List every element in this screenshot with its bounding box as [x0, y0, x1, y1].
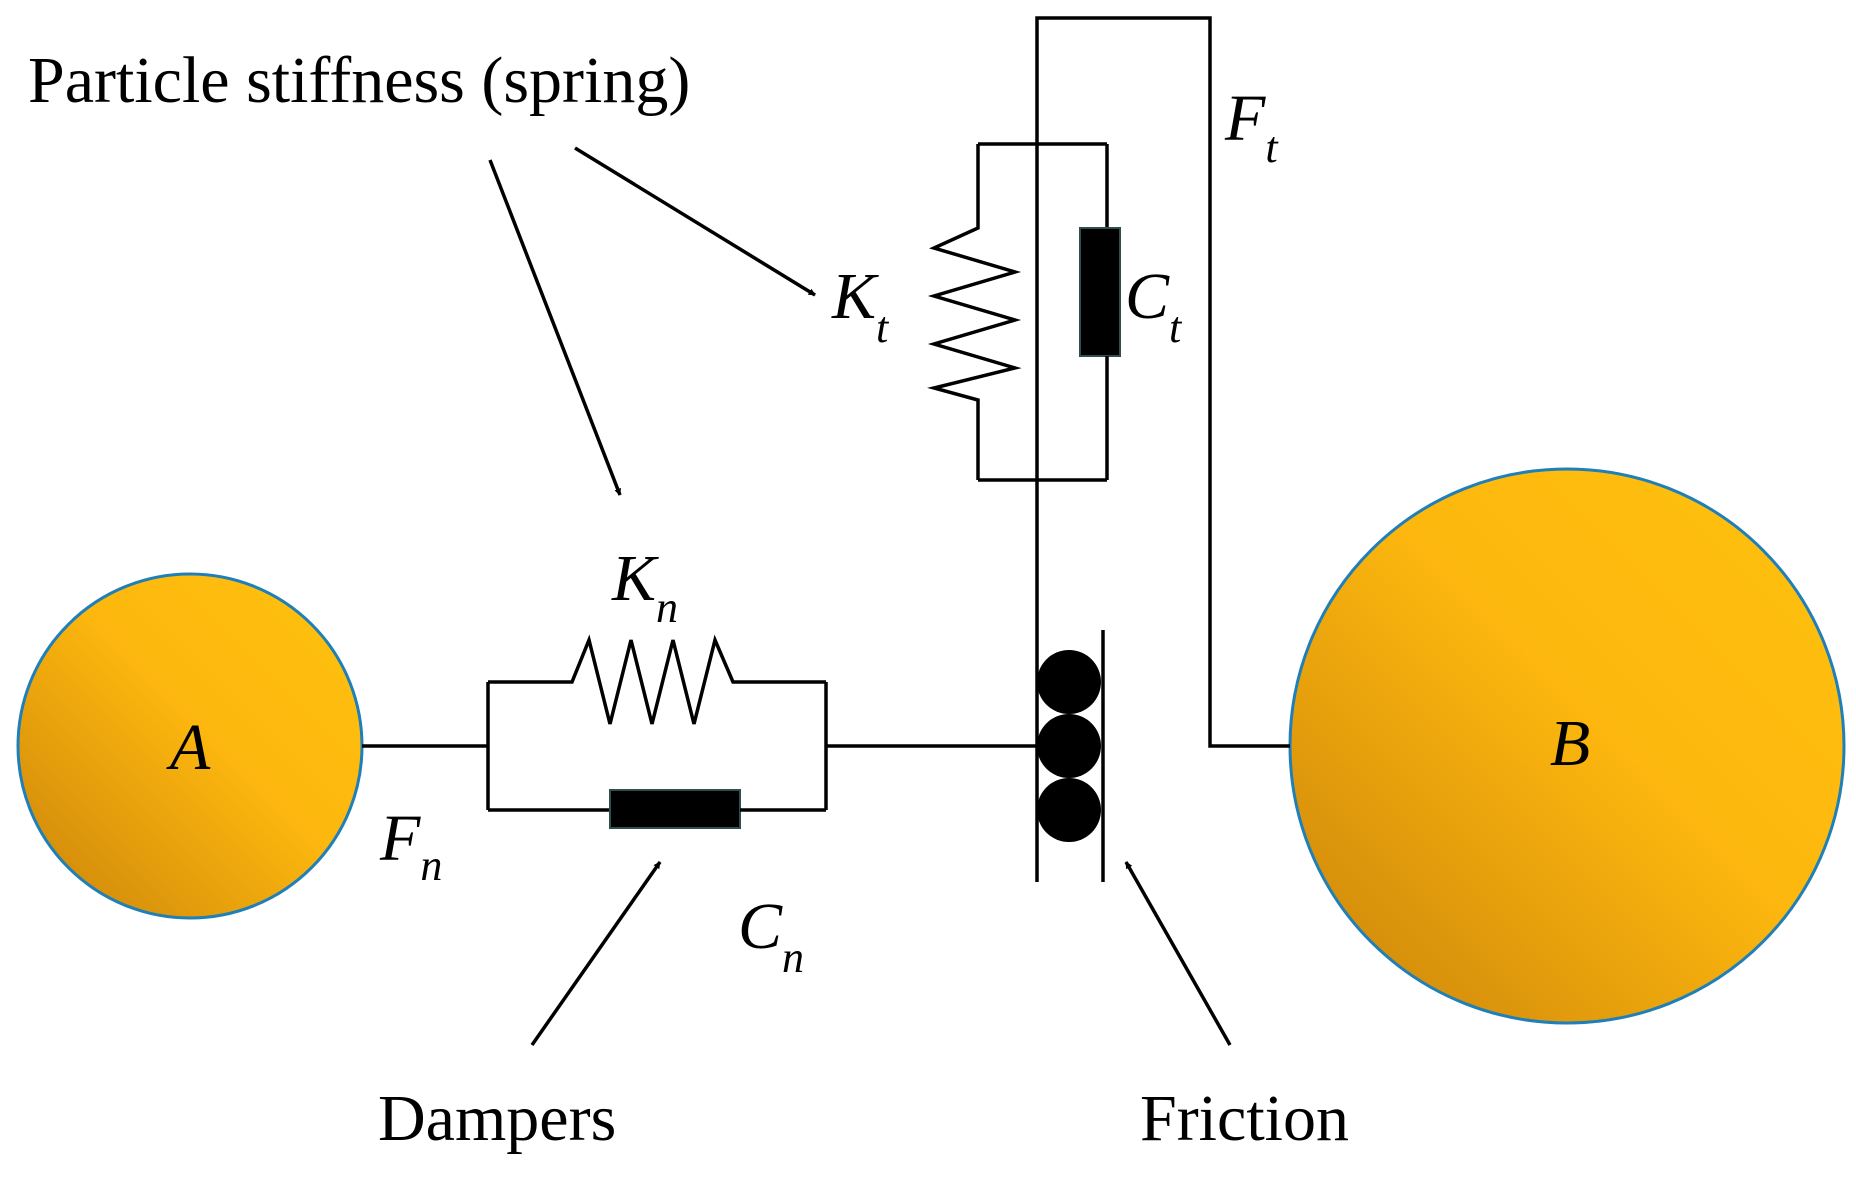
- tangential-contact-circuit: [927, 16, 1290, 748]
- kt-symbol: Kt: [831, 260, 890, 352]
- ft-symbol: Ft: [1224, 82, 1279, 172]
- friction-roller: [1037, 778, 1101, 842]
- friction-label: Friction: [1140, 1082, 1349, 1155]
- friction-roller: [1037, 650, 1101, 714]
- cn-symbol: Cn: [738, 890, 804, 982]
- tangential-spring: [927, 144, 1022, 480]
- normal-spring: [488, 634, 826, 725]
- dampers-label: Dampers: [378, 1082, 616, 1155]
- ct-symbol: Ct: [1125, 260, 1183, 352]
- particle-b-label: B: [1550, 707, 1590, 780]
- arrow-dampers: [530, 860, 662, 1047]
- arrow-stiffness-to-kn: [488, 159, 622, 496]
- particle-a-label: A: [166, 711, 211, 784]
- tangential-damper: [1079, 227, 1121, 357]
- particle-stiffness-label: Particle stiffness (spring): [28, 44, 690, 117]
- normal-contact-circuit: [362, 634, 1037, 829]
- arrow-friction: [1124, 861, 1232, 1046]
- friction-element: [1035, 480, 1105, 882]
- kn-symbol: Kn: [611, 542, 678, 632]
- arrow-stiffness-to-kt: [574, 146, 816, 297]
- normal-damper: [609, 789, 741, 829]
- fn-symbol: Fn: [379, 802, 442, 890]
- friction-roller: [1037, 714, 1101, 778]
